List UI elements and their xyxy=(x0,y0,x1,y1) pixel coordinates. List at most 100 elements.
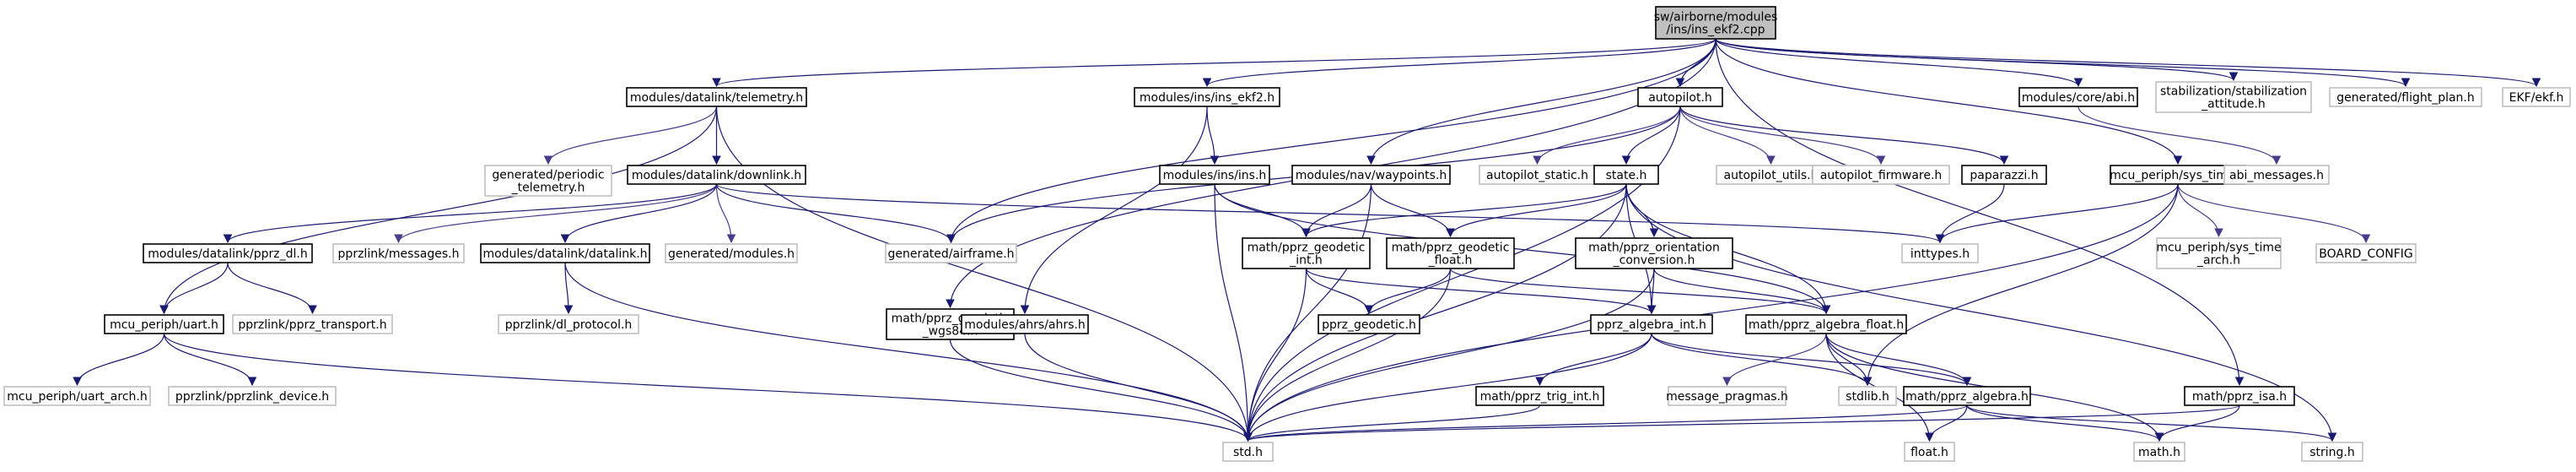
node-downlink[interactable]: modules/datalink/downlink.h xyxy=(627,165,806,185)
edge-algebra_float-to-msg_pragmas xyxy=(1722,333,1827,387)
edge-autopilot-to-ap_utils xyxy=(1679,106,1776,165)
node-label-trig_int: math/pprz_trig_int.h xyxy=(1480,390,1600,404)
node-math_h[interactable]: math.h xyxy=(2133,442,2185,462)
edge-root-to-ekf xyxy=(1715,38,2541,88)
node-ap_utils[interactable]: autopilot_utils.h xyxy=(1716,165,1826,185)
edge-algebra_int-to-stdlib xyxy=(1651,333,1873,387)
node-algebra_int[interactable]: pprz_algebra_int.h xyxy=(1590,314,1713,334)
node-pprz_algebra[interactable]: math/pprz_algebra.h xyxy=(1903,386,2031,406)
node-box-msg_pragmas xyxy=(1668,386,1786,406)
edge-ins_h-to-geodetic_int xyxy=(1214,183,1311,238)
edge-waypoints-to-std_h xyxy=(1243,183,1372,442)
node-box-stdlib xyxy=(1838,386,1897,406)
edge-root-to-sys_time xyxy=(1715,38,2183,165)
node-std_h[interactable]: std.h xyxy=(1222,442,1274,462)
node-pprz_geodetic[interactable]: pprz_geodetic.h xyxy=(1318,314,1420,334)
node-label-geodetic_int-line1: _int.h xyxy=(1289,254,1323,268)
node-box-stab_att xyxy=(2155,81,2312,113)
edge-pprz_isa-to-std_h xyxy=(1243,404,2240,442)
edge-autopilot-to-ap_firmware xyxy=(1679,106,1886,165)
edge-geodetic_int-to-std_h xyxy=(1243,268,1307,442)
node-paparazzi[interactable]: paparazzi.h xyxy=(1961,165,2047,185)
node-trig_int[interactable]: math/pprz_trig_int.h xyxy=(1475,386,1604,406)
node-board_config[interactable]: BOARD_CONFIG xyxy=(2315,243,2417,263)
edge-sys_time-to-stdlib xyxy=(1862,183,2179,387)
node-pprz_transport[interactable]: pprzlink/pprz_transport.h xyxy=(232,314,393,334)
node-label-orientation-line0: math/pprz_orientation xyxy=(1588,241,1720,255)
edge-pprz_algebra-to-float_h xyxy=(1925,404,1968,442)
edge-waypoints-to-geodetic_int xyxy=(1301,183,1372,238)
node-ap_static[interactable]: autopilot_static.h xyxy=(1479,165,1596,185)
node-label-pprz_transport: pprzlink/pprz_transport.h xyxy=(238,318,386,332)
node-waypoints[interactable]: modules/nav/waypoints.h xyxy=(1291,165,1451,185)
node-pprz_isa[interactable]: math/pprz_isa.h xyxy=(2184,386,2295,406)
node-box-ap_firmware xyxy=(1812,165,1950,185)
node-stdlib[interactable]: stdlib.h xyxy=(1838,386,1897,406)
node-orientation[interactable]: math/pprz_orientation_conversion.h xyxy=(1575,237,1733,269)
node-uart_arch[interactable]: mcu_periph/uart_arch.h xyxy=(3,386,151,406)
node-autopilot[interactable]: autopilot.h xyxy=(1637,87,1723,107)
node-label-inttypes: inttypes.h xyxy=(1910,247,1970,261)
edge-root-to-waypoints xyxy=(1366,38,1716,165)
node-label-sys_time_arch-line0: mcu_periph/sys_time xyxy=(2156,241,2281,255)
node-label-math_h: math.h xyxy=(2138,446,2180,459)
node-ekf[interactable]: EKF/ekf.h xyxy=(2502,87,2571,107)
node-periodic_tel[interactable]: generated/periodic_telemetry.h xyxy=(484,165,612,197)
node-airframe[interactable]: generated/airframe.h xyxy=(885,243,1017,263)
node-label-geodetic_float-line1: _float.h xyxy=(1428,254,1473,268)
edge-pprz_dl-to-uart xyxy=(159,262,229,315)
node-uart[interactable]: mcu_periph/uart.h xyxy=(104,314,224,334)
node-pprz_dl[interactable]: modules/datalink/pprz_dl.h xyxy=(143,243,313,263)
node-dl_protocol[interactable]: pprzlink/dl_protocol.h xyxy=(498,314,639,334)
node-root[interactable]: sw/airborne/modules/ins/ins_ekf2.cpp xyxy=(1654,6,1778,40)
node-geodetic_float[interactable]: math/pprz_geodetic_float.h xyxy=(1386,237,1515,269)
edge-telemetry-to-uart xyxy=(159,106,718,315)
node-geodetic_int[interactable]: math/pprz_geodetic_int.h xyxy=(1242,237,1371,269)
node-box-std_h xyxy=(1222,442,1274,462)
edge-algebra_int-to-pprz_algebra xyxy=(1651,333,1972,387)
node-ap_firmware[interactable]: autopilot_firmware.h xyxy=(1812,165,1950,185)
edge-algebra_int-to-trig_int xyxy=(1535,333,1652,387)
node-label-root-line0: sw/airborne/modules xyxy=(1654,11,1778,24)
node-box-gen_modules xyxy=(665,243,798,263)
node-float_h[interactable]: float.h xyxy=(1904,442,1955,462)
node-label-msg_pragmas: message_pragmas.h xyxy=(1666,390,1788,404)
node-sys_time_arch[interactable]: mcu_periph/sys_time_arch.h xyxy=(2156,237,2282,269)
node-box-pprz_geodetic xyxy=(1318,314,1420,334)
node-state[interactable]: state.h xyxy=(1593,165,1659,185)
node-layer: sw/airborne/modules/ins/ins_ekf2.cppmodu… xyxy=(3,6,2571,462)
node-box-ins_h xyxy=(1159,165,1270,185)
node-inttypes[interactable]: inttypes.h xyxy=(1901,243,1979,263)
node-label-pprzlink_device: pprzlink/pprzlink_device.h xyxy=(175,390,329,404)
node-box-pprzlink_messages xyxy=(332,243,465,263)
node-telemetry[interactable]: modules/datalink/telemetry.h xyxy=(626,87,807,107)
node-flight_plan[interactable]: generated/flight_plan.h xyxy=(2329,87,2482,107)
node-ahrs[interactable]: modules/ahrs/ahrs.h xyxy=(961,314,1089,334)
edge-state-to-geodetic_float xyxy=(1446,183,1627,238)
edge-algebra_float-to-pprz_algebra xyxy=(1825,333,1972,387)
edge-geodetic_wgs84-to-std_h xyxy=(949,339,1253,442)
node-algebra_float[interactable]: math/pprz_algebra_float.h xyxy=(1745,314,1907,334)
edge-autopilot-to-ap_static xyxy=(1533,106,1681,165)
edge-ins_ekf2_h-to-ins_h xyxy=(1206,106,1220,165)
node-label-gen_modules: generated/modules.h xyxy=(668,247,795,261)
node-gen_modules[interactable]: generated/modules.h xyxy=(665,243,798,263)
node-pprzlink_messages[interactable]: pprzlink/messages.h xyxy=(332,243,465,263)
node-stab_att[interactable]: stabilization/stabilization_attitude.h xyxy=(2155,81,2312,113)
edge-sys_time-to-inttypes xyxy=(1935,183,2179,244)
node-abi_messages[interactable]: abi_messages.h xyxy=(2223,165,2330,185)
node-ins_h[interactable]: modules/ins/ins.h xyxy=(1159,165,1270,185)
node-box-trig_int xyxy=(1475,386,1604,406)
node-label-autopilot: autopilot.h xyxy=(1648,91,1712,105)
node-msg_pragmas[interactable]: message_pragmas.h xyxy=(1666,386,1788,406)
node-ins_ekf2_h[interactable]: modules/ins/ins_ekf2.h xyxy=(1134,87,1280,107)
node-string_h[interactable]: string.h xyxy=(2301,442,2363,462)
node-box-telemetry xyxy=(626,87,807,107)
edge-downlink-to-datalink xyxy=(560,183,718,244)
edge-root-to-telemetry xyxy=(712,38,1716,88)
node-label-periodic_tel-line1: _telemetry.h xyxy=(511,182,585,195)
node-pprzlink_device[interactable]: pprzlink/pprzlink_device.h xyxy=(168,386,337,406)
node-datalink[interactable]: modules/datalink/datalink.h xyxy=(480,243,650,263)
node-abi[interactable]: modules/core/abi.h xyxy=(2018,87,2138,107)
